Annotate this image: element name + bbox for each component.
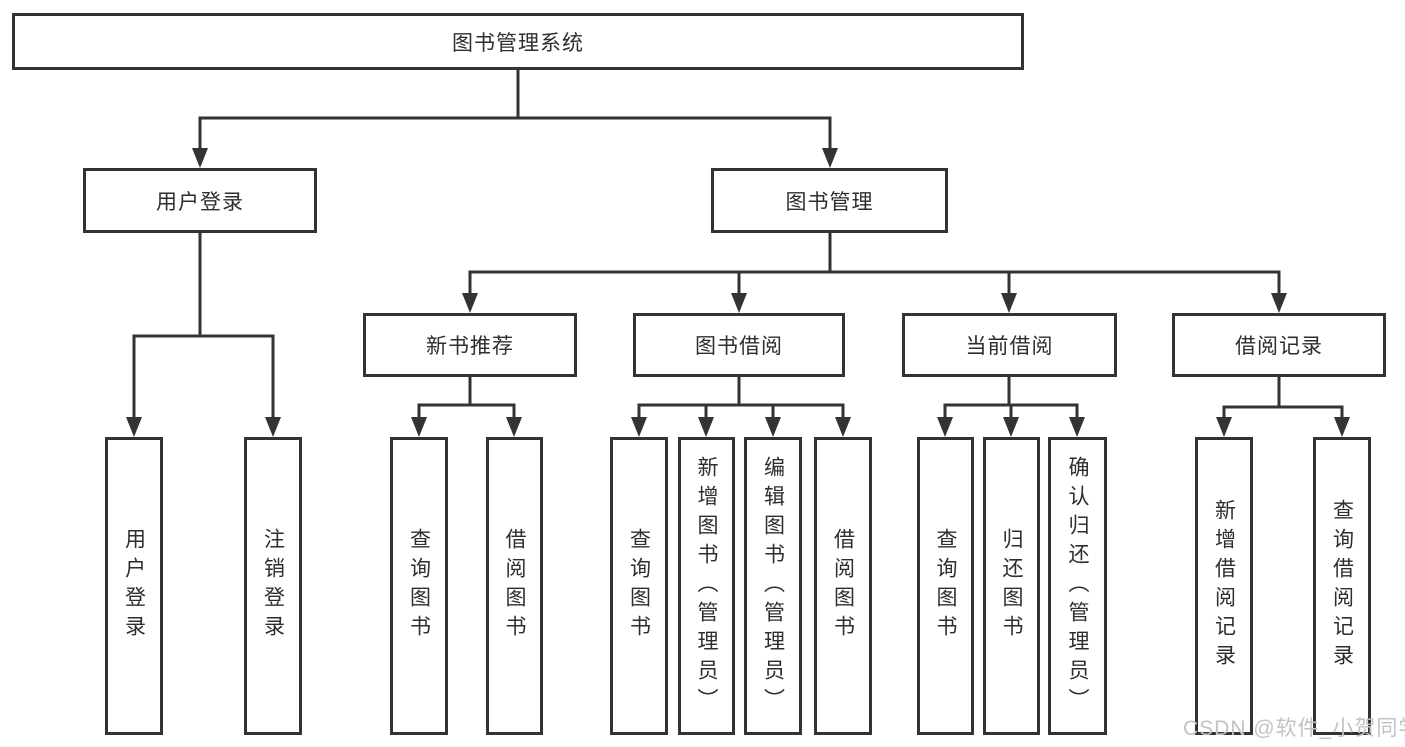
node-label: 查询图书 [407,528,431,644]
node-label: 注销登录 [261,528,285,644]
arrowhead [1003,417,1019,437]
node-book-borrow: 图书借阅 [633,313,845,377]
node-label: 用户登录 [122,528,146,644]
connector-userlogin-to-leaves [132,233,275,419]
leaf-user-login: 用户登录 [105,437,163,735]
arrowhead [1334,417,1350,437]
arrowhead [1271,293,1287,313]
arrowhead [506,417,522,437]
leaf-query-borrow-record: 查询借阅记录 [1313,437,1371,735]
arrowhead [462,293,478,313]
arrowhead [126,417,142,437]
node-label: 借阅图书 [503,528,526,644]
node-label: 借阅记录 [1235,335,1323,358]
arrowhead [1216,417,1232,437]
connector-newbook-to-leaves [417,377,516,419]
node-label: 当前借阅 [965,335,1054,358]
connector-root-to-level2 [198,70,832,150]
node-root-system: 图书管理系统 [12,13,1024,70]
arrowhead [411,417,427,437]
leaf-query-books-2: 查询图书 [610,437,668,735]
node-label: 新增图书（管理员） [695,455,718,717]
connector-records-to-leaves [1222,377,1344,419]
connector-borrow-to-leaves [637,377,845,419]
arrowhead [822,148,838,168]
leaf-edit-book-admin: 编辑图书（管理员） [744,437,802,735]
node-book-management: 图书管理 [711,168,948,233]
leaf-borrow-books-2: 借阅图书 [814,437,872,735]
node-label: 图书借阅 [695,335,783,358]
node-label: 用户登录 [156,190,244,214]
node-label: 编辑图书（管理员） [761,455,785,717]
arrowhead [265,417,281,437]
node-user-login-branch: 用户登录 [83,168,317,233]
node-label: 查询图书 [627,528,651,644]
arrowhead [731,293,747,313]
node-label: 确认归还（管理员） [1066,455,1089,717]
connector-current-to-leaves [943,377,1079,419]
arrowhead [1069,417,1085,437]
node-new-book-recommend: 新书推荐 [363,313,577,377]
node-current-borrow: 当前借阅 [902,313,1117,377]
leaf-add-borrow-record: 新增借阅记录 [1195,437,1253,735]
arrowhead [192,148,208,168]
node-label: 新书推荐 [426,335,514,358]
arrowhead [937,417,953,437]
arrowhead [698,417,714,437]
node-label: 查询借阅记录 [1330,499,1354,673]
node-label: 图书管理系统 [452,31,584,55]
arrowhead [765,417,781,437]
node-label: 新增借阅记录 [1212,499,1236,673]
leaf-add-book-admin: 新增图书（管理员） [678,437,735,735]
leaf-borrow-books-1: 借阅图书 [486,437,543,735]
connector-bookmgmt-to-level3 [468,233,1281,295]
leaf-return-book: 归还图书 [983,437,1040,735]
arrowhead [835,417,851,437]
leaf-logout: 注销登录 [244,437,302,735]
leaf-confirm-return-admin: 确认归还（管理员） [1048,437,1107,735]
arrowhead [1001,293,1017,313]
leaf-query-books-3: 查询图书 [917,437,974,735]
node-label: 借阅图书 [831,528,855,644]
node-borrow-records: 借阅记录 [1172,313,1386,377]
leaf-query-books-1: 查询图书 [390,437,448,735]
node-label: 归还图书 [1000,528,1023,644]
arrowhead [631,417,647,437]
node-label: 图书管理 [785,190,874,214]
csdn-watermark: CSDN @软件_小贺同学 [1183,717,1405,740]
node-label: 查询图书 [934,528,957,644]
